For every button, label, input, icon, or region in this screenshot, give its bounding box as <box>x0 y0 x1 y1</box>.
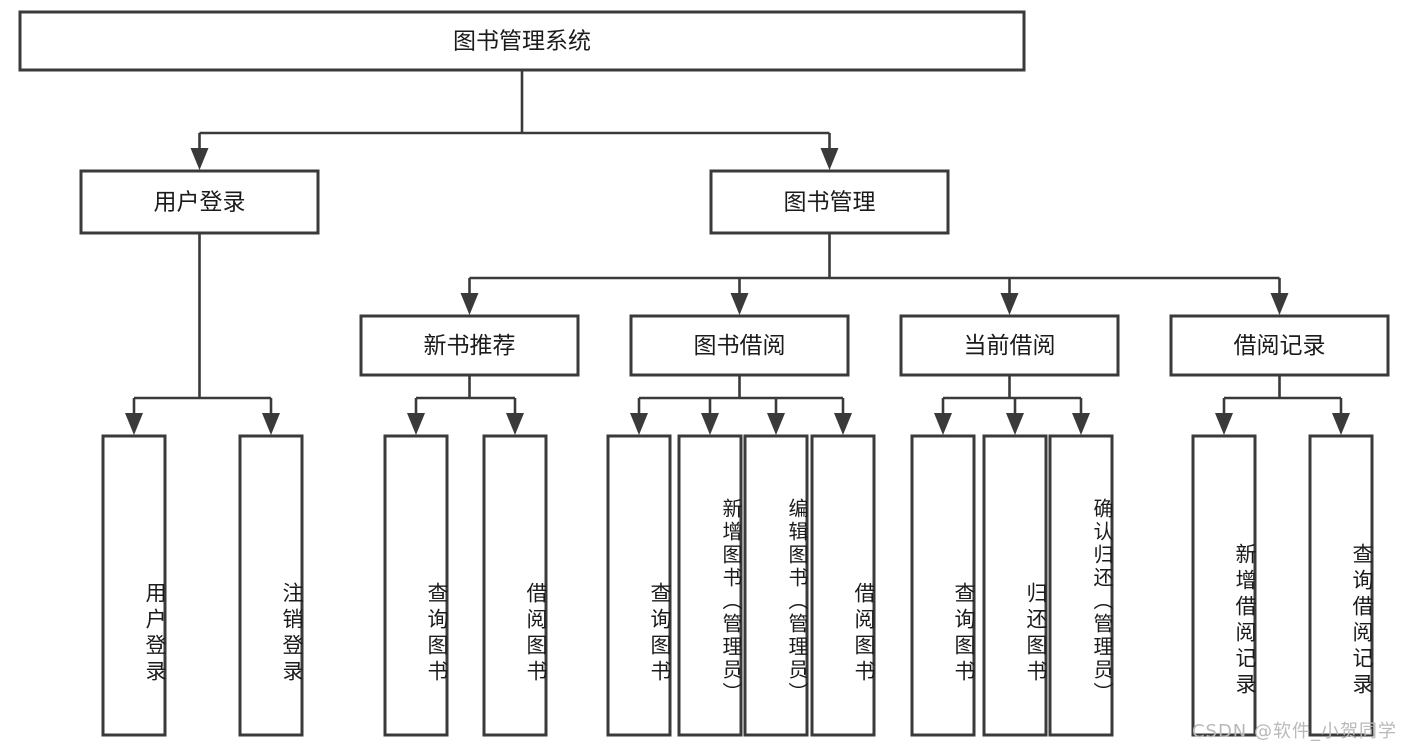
node-borrow[interactable]: 图书借阅 <box>629 314 850 377</box>
node-box[interactable] <box>899 314 1120 377</box>
node-bo-add[interactable] <box>677 434 743 737</box>
node-cu-query[interactable] <box>910 434 976 737</box>
node-newbook[interactable]: 新书推荐 <box>359 314 580 377</box>
node-label: 图书管理 <box>784 190 876 216</box>
node-cu-confirm[interactable] <box>1048 434 1114 737</box>
node-logout[interactable] <box>238 434 304 737</box>
node-userlogin[interactable] <box>101 434 167 737</box>
node-nb-query[interactable] <box>383 434 449 737</box>
node-bo-edit[interactable] <box>743 434 809 737</box>
watermark-label: CSDN @软件_小贺同学 <box>1191 721 1397 742</box>
node-root[interactable]: 图书管理系统 <box>18 10 1026 72</box>
node-bo-lend[interactable] <box>810 434 876 737</box>
node-box[interactable] <box>18 10 1026 72</box>
arrow-head-icon <box>125 413 143 435</box>
node-box[interactable] <box>982 434 1048 737</box>
arrow-head-icon <box>834 413 852 435</box>
node-box[interactable] <box>677 434 743 737</box>
node-current[interactable]: 当前借阅 <box>899 314 1120 377</box>
node-label: 图书借阅 <box>694 333 786 359</box>
node-cu-return[interactable] <box>982 434 1048 737</box>
node-login[interactable]: 用户登录 <box>79 169 320 235</box>
node-box[interactable] <box>606 434 672 737</box>
arrow-head-icon <box>820 148 839 170</box>
node-box[interactable] <box>743 434 809 737</box>
node-box[interactable] <box>709 169 950 235</box>
node-label: 当前借阅 <box>964 333 1056 359</box>
node-box[interactable] <box>1308 434 1374 737</box>
node-bo-query[interactable] <box>606 434 672 737</box>
arrow-head-icon <box>630 413 648 435</box>
arrow-head-icon <box>1270 293 1289 315</box>
arrow-head-icon <box>730 293 749 315</box>
node-box[interactable] <box>910 434 976 737</box>
node-label: 图书管理系统 <box>453 29 591 55</box>
node-label: 用户登录 <box>154 190 246 216</box>
arrow-head-icon <box>506 413 524 435</box>
node-records[interactable]: 借阅记录 <box>1169 314 1390 377</box>
arrow-head-icon <box>701 413 719 435</box>
arrow-head-icon <box>190 148 209 170</box>
node-label: 借阅记录 <box>1234 333 1326 359</box>
arrow-head-icon <box>1072 413 1090 435</box>
arrow-head-icon <box>262 413 280 435</box>
arrow-head-icon <box>934 413 952 435</box>
node-re-add[interactable] <box>1191 434 1257 737</box>
node-label: 新书推荐 <box>424 333 516 359</box>
arrow-head-icon <box>1332 413 1350 435</box>
node-box[interactable] <box>383 434 449 737</box>
arrow-head-icon <box>460 293 479 315</box>
node-box[interactable] <box>79 169 320 235</box>
node-box[interactable] <box>629 314 850 377</box>
node-bookmgmt[interactable]: 图书管理 <box>709 169 950 235</box>
node-box[interactable] <box>238 434 304 737</box>
arrow-head-icon <box>1215 413 1233 435</box>
node-nb-borrow[interactable] <box>482 434 548 737</box>
connector-layer <box>125 70 1350 435</box>
arrow-head-icon <box>407 413 425 435</box>
node-box[interactable] <box>101 434 167 737</box>
arrow-head-icon <box>1000 293 1019 315</box>
node-box[interactable] <box>1191 434 1257 737</box>
node-re-query[interactable] <box>1308 434 1374 737</box>
node-box[interactable] <box>359 314 580 377</box>
arrow-head-icon <box>1006 413 1024 435</box>
node-box[interactable] <box>1169 314 1390 377</box>
node-box[interactable] <box>482 434 548 737</box>
node-box[interactable] <box>810 434 876 737</box>
arrow-head-icon <box>767 413 785 435</box>
node-box[interactable] <box>1048 434 1114 737</box>
